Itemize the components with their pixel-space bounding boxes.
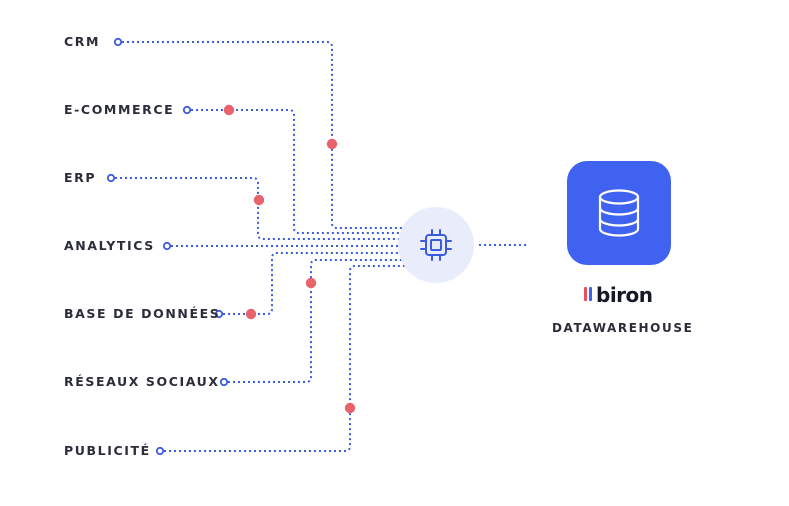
source-node-circle [155, 446, 165, 456]
hub-circle [398, 207, 474, 283]
source-label: ERP [64, 170, 97, 185]
source-label: BASE DE DONNÉES [64, 306, 221, 321]
database-icon [598, 189, 640, 237]
biron-logo: biron [596, 283, 653, 307]
data-flow-marker [344, 402, 356, 414]
connector-line [223, 252, 410, 315]
connector-line [191, 109, 410, 234]
data-flow-marker [223, 104, 235, 116]
source-nodes [106, 37, 229, 456]
biron-logo-mark-red [584, 287, 587, 301]
processor-chip-icon [420, 229, 452, 261]
warehouse-label: DATAWAREHOUSE [552, 321, 694, 335]
source-label: E-COMMERCE [64, 102, 175, 117]
data-flow-marker [305, 277, 317, 289]
connector-line [228, 259, 410, 383]
source-label: CRM [64, 34, 101, 49]
source-node-circle [182, 105, 192, 115]
data-markers [223, 104, 356, 414]
data-flow-marker [245, 308, 257, 320]
source-node-circle [162, 241, 172, 251]
connector-line [164, 265, 410, 452]
source-label: PUBLICITÉ [64, 443, 151, 458]
source-node-circle [106, 173, 116, 183]
connector-lines [115, 41, 410, 452]
hub-node [398, 207, 474, 283]
biron-logo-mark-blue [589, 287, 592, 301]
connector-line [115, 177, 410, 240]
warehouse-node [567, 161, 671, 265]
source-label: ANALYTICS [64, 238, 155, 253]
data-flow-marker [326, 138, 338, 150]
source-label: RÉSEAUX SOCIAUX [64, 374, 220, 389]
connector-line [122, 41, 410, 229]
data-flow-marker [253, 194, 265, 206]
source-node-circle [214, 309, 224, 319]
warehouse-tile [567, 161, 671, 265]
source-node-circle [113, 37, 123, 47]
source-node-circle [219, 377, 229, 387]
